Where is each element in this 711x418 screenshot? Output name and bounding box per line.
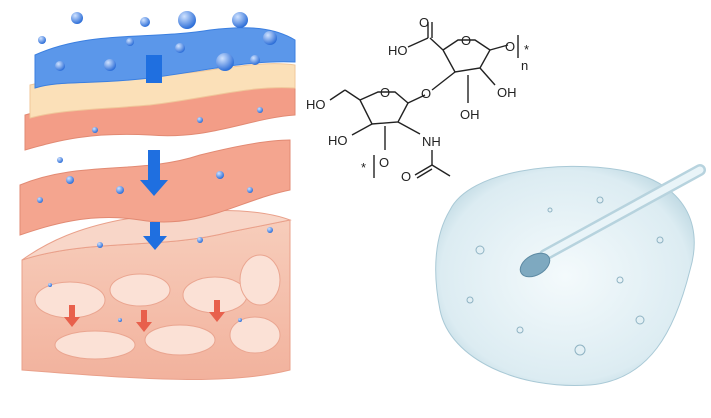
star-right-label: * [524, 42, 529, 57]
amide-o-label: O [401, 169, 411, 184]
ho-left-label: HO [306, 97, 326, 112]
serum-puddle [435, 165, 695, 387]
water-droplets [37, 11, 277, 322]
o-lower-label: O [379, 155, 389, 170]
hyaluronic-acid-structure: O HO O O * n OH OH O O HO HO NH O * O [306, 15, 529, 184]
blue-arrows [140, 55, 168, 250]
oh-right-label: OH [497, 85, 517, 100]
dermis-cells [34, 254, 281, 360]
nh-label: NH [422, 134, 441, 149]
ring2-o-label: O [380, 85, 390, 100]
bridge-o-label: O [421, 86, 431, 101]
water-layer [34, 27, 296, 89]
skin-layers-diagram [19, 11, 296, 380]
serum-drop-with-pipette [435, 164, 706, 387]
acid-ho-label: HO [388, 43, 408, 58]
pipette-icon [519, 164, 706, 278]
star-left-label: * [361, 160, 366, 175]
ho-lower-label: HO [328, 133, 348, 148]
repeat-n-label: n [521, 58, 528, 73]
oh-bottom-label: OH [460, 107, 480, 122]
red-arrows [64, 300, 225, 332]
glyco-o-right-label: O [505, 39, 515, 54]
ring1-o-label: O [461, 33, 471, 48]
serum-bubbles [466, 196, 664, 356]
carbonyl-o-label: O [419, 15, 429, 30]
